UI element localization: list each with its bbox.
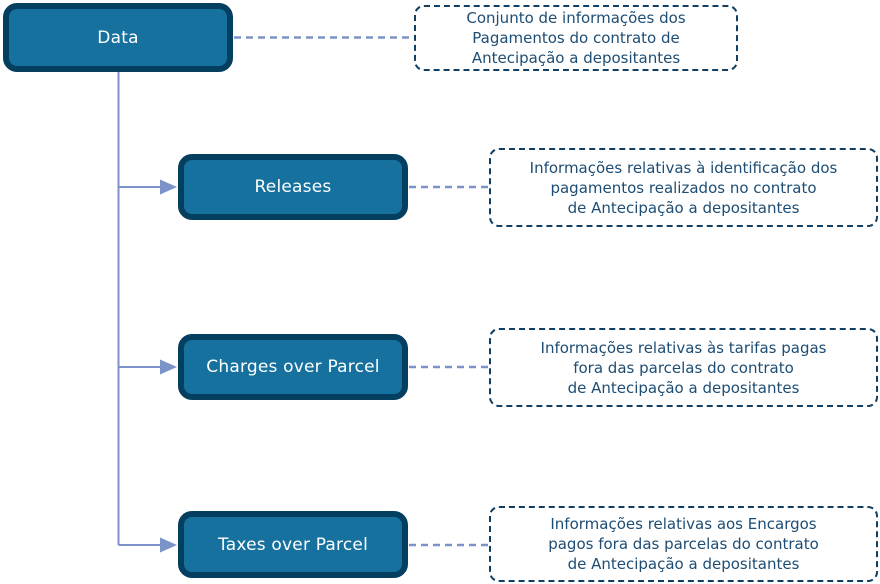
note-taxes-over-parcel: Informações relativas aos Encargos pagos… <box>489 506 878 582</box>
node-charges-over-parcel-label: Charges over Parcel <box>206 357 380 377</box>
node-taxes-over-parcel-label: Taxes over Parcel <box>217 534 368 555</box>
node-data-label: Data <box>97 27 139 48</box>
node-releases-label: Releases <box>254 177 332 197</box>
note-data: Conjunto de informações dos Pagamentos d… <box>414 5 738 71</box>
note-data-text: Conjunto de informações dos Pagamentos d… <box>466 9 686 67</box>
note-charges-over-parcel-text: Informações relativas às tarifas pagas f… <box>540 338 827 397</box>
note-charges-over-parcel: Informações relativas às tarifas pagas f… <box>489 328 878 407</box>
node-taxes-over-parcel: Taxes over Parcel <box>178 511 408 578</box>
note-taxes-over-parcel-text: Informações relativas aos Encargos pagos… <box>548 515 819 573</box>
node-data: Data <box>3 3 233 72</box>
note-releases-text: Informações relativas à identificação do… <box>529 158 838 217</box>
arrowhead-taxes-icon <box>160 537 177 553</box>
note-releases: Informações relativas à identificação do… <box>489 148 878 227</box>
node-charges-over-parcel: Charges over Parcel <box>178 334 408 400</box>
arrowhead-charges-icon <box>160 359 177 375</box>
node-releases: Releases <box>178 154 408 220</box>
arrowhead-releases-icon <box>160 179 177 195</box>
